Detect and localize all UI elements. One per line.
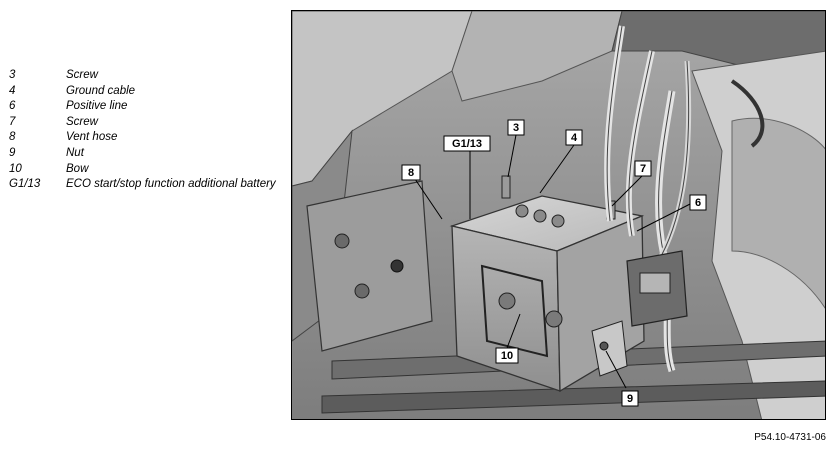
ground-cable xyxy=(730,79,765,148)
legend-row-10: 10 Bow xyxy=(9,162,279,178)
legend-key: 6 xyxy=(9,100,16,113)
legend-desc: Vent hose xyxy=(66,131,118,144)
legend-key: 9 xyxy=(9,146,16,159)
legend-row-9: 9 Nut xyxy=(9,146,279,162)
legend-key: 3 xyxy=(9,69,16,81)
illustration-canvas: 8 G1/13 3 4 7 6 10 9 xyxy=(292,11,825,419)
legend-desc: ECO start/stop function additional batte… xyxy=(66,178,276,191)
battery-vent-icon xyxy=(551,214,565,228)
bow-nut-icon xyxy=(498,292,516,310)
leader-lines xyxy=(414,134,697,389)
legend-key: 4 xyxy=(9,84,16,97)
legend-desc: Positive line xyxy=(66,100,128,113)
battery-vent-icon xyxy=(533,209,547,223)
legend-row-7: 7 Screw xyxy=(9,115,279,131)
callout-10: 10 xyxy=(495,347,519,364)
floor-rail xyxy=(321,380,825,414)
legend-list: 3 Screw 4 Ground cable 6 Positive line 7… xyxy=(9,68,279,193)
legend-row-4: 4 Ground cable xyxy=(9,84,279,100)
callout-9: 9 xyxy=(621,390,639,407)
legend-desc: Ground cable xyxy=(66,84,136,97)
legend-row-8: 8 Vent hose xyxy=(9,130,279,146)
left-bracket xyxy=(306,180,433,352)
legend-desc: Bow xyxy=(66,162,89,175)
callout-4-label: 4 xyxy=(571,132,578,144)
cable-outline xyxy=(651,60,690,272)
callout-4: 4 xyxy=(565,129,583,146)
cable-outline xyxy=(628,50,653,237)
bracket-bolt-icon xyxy=(354,283,370,299)
battery-vent-icon xyxy=(515,204,529,218)
legend-row-g1-13: G1/13 ECO start/stop function additional… xyxy=(9,177,279,193)
legend-desc: Nut xyxy=(66,146,84,159)
bow-bracket xyxy=(480,264,549,358)
callout-g1-13: G1/13 xyxy=(443,135,491,152)
screw-icon xyxy=(501,175,511,199)
connector-terminal xyxy=(639,272,671,294)
callout-6-label: 6 xyxy=(695,197,701,209)
upper-panel xyxy=(451,11,623,102)
callout-7: 7 xyxy=(634,160,652,177)
callout-8: 8 xyxy=(401,164,421,181)
callout-3: 3 xyxy=(507,119,525,136)
bracket-hole-icon xyxy=(390,259,404,273)
nut-icon xyxy=(599,341,609,351)
legend-row-6: 6 Positive line xyxy=(9,99,279,115)
right-inner-panel xyxy=(731,117,825,309)
callout-6: 6 xyxy=(689,194,707,211)
legend-desc: Screw xyxy=(66,69,98,81)
legend-key: 7 xyxy=(9,115,16,128)
battery-illustration: 8 G1/13 3 4 7 6 10 9 xyxy=(291,10,826,420)
clamp-plate xyxy=(591,320,628,377)
legend-desc: Screw xyxy=(66,115,98,128)
callout-10-label: 10 xyxy=(501,350,513,362)
callout-8-label: 8 xyxy=(408,167,414,179)
legend-key: 10 xyxy=(9,162,22,175)
cable-outline xyxy=(606,25,623,222)
callout-9-label: 9 xyxy=(627,393,633,405)
bracket-bolt-icon xyxy=(334,233,350,249)
legend-row-3: 3 Screw xyxy=(9,68,279,84)
legend-key: 8 xyxy=(9,131,16,144)
callout-3-label: 3 xyxy=(513,122,519,134)
callout-g1-13-label: G1/13 xyxy=(452,138,482,150)
callout-7-label: 7 xyxy=(640,163,646,175)
legend-key: G1/13 xyxy=(9,178,41,191)
bow-nut-icon xyxy=(545,310,563,328)
figure-reference-code: P54.10-4731-06 xyxy=(754,432,826,443)
